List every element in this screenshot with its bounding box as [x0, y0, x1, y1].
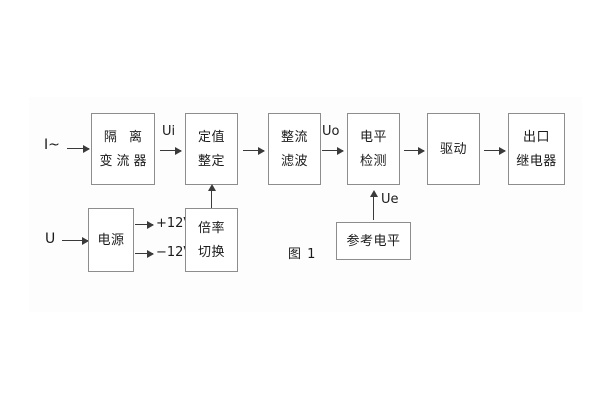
block-setting-adjust-line-2: 整定 — [197, 153, 225, 169]
arrow-multiplier-to-setting — [207, 184, 216, 208]
arrow-rectify-to-level — [322, 146, 344, 155]
block-drive: 驱动 — [427, 113, 480, 185]
block-isolation-transformer-line-1: 隔 离 — [103, 129, 147, 145]
block-output-relay-line-2: 继电器 — [516, 153, 557, 169]
signal-ue-label: Ue — [381, 192, 399, 207]
rail-negative-label: −12V — [156, 245, 193, 260]
arrow-rail-positive — [135, 220, 154, 229]
arrow-reference-to-level — [369, 190, 378, 220]
block-rectify-filter-line-1: 整流 — [280, 129, 308, 145]
block-isolation-transformer-line-2: 变流器 — [99, 153, 151, 169]
block-multiplier-switch: 倍率 切换 — [185, 208, 238, 272]
block-rectify-filter: 整流 滤波 — [268, 113, 321, 185]
block-rectify-filter-line-2: 滤波 — [280, 153, 308, 169]
block-drive-line-1: 驱动 — [439, 141, 467, 157]
block-isolation-transformer: 隔 离 变流器 — [91, 113, 155, 185]
signal-uo-label: Uo — [322, 124, 340, 139]
arrow-isolation-to-setting — [160, 146, 182, 155]
block-setting-adjust: 定值 整定 — [185, 113, 238, 185]
arrow-current-to-isolation — [67, 144, 90, 153]
block-output-relay-line-1: 出口 — [522, 129, 550, 145]
block-multiplier-switch-line-2: 切换 — [197, 244, 225, 260]
block-reference-level-line-1: 参考电平 — [346, 233, 401, 249]
block-multiplier-switch-line-1: 倍率 — [197, 220, 225, 236]
block-output-relay: 出口 继电器 — [508, 113, 565, 185]
rail-positive-label: +12V — [156, 216, 193, 231]
block-power-supply: 电源 — [88, 208, 134, 272]
block-level-detect: 电平 检测 — [347, 113, 400, 185]
block-reference-level: 参考电平 — [336, 222, 411, 260]
input-current-label: I~ — [44, 137, 60, 153]
block-setting-adjust-line-1: 定值 — [197, 129, 225, 145]
block-level-detect-line-1: 电平 — [359, 129, 387, 145]
arrow-voltage-to-power — [62, 236, 89, 245]
arrow-rail-negative — [135, 249, 154, 258]
arrow-drive-to-relay — [484, 146, 506, 155]
figure-caption: 图 1 — [288, 247, 317, 262]
input-voltage-label: U — [45, 231, 56, 247]
block-level-detect-line-2: 检测 — [359, 153, 387, 169]
arrow-level-to-drive — [404, 146, 425, 155]
block-power-supply-line-1: 电源 — [97, 232, 125, 248]
arrow-setting-to-rectify — [243, 146, 265, 155]
signal-ui-label: Ui — [162, 124, 176, 139]
